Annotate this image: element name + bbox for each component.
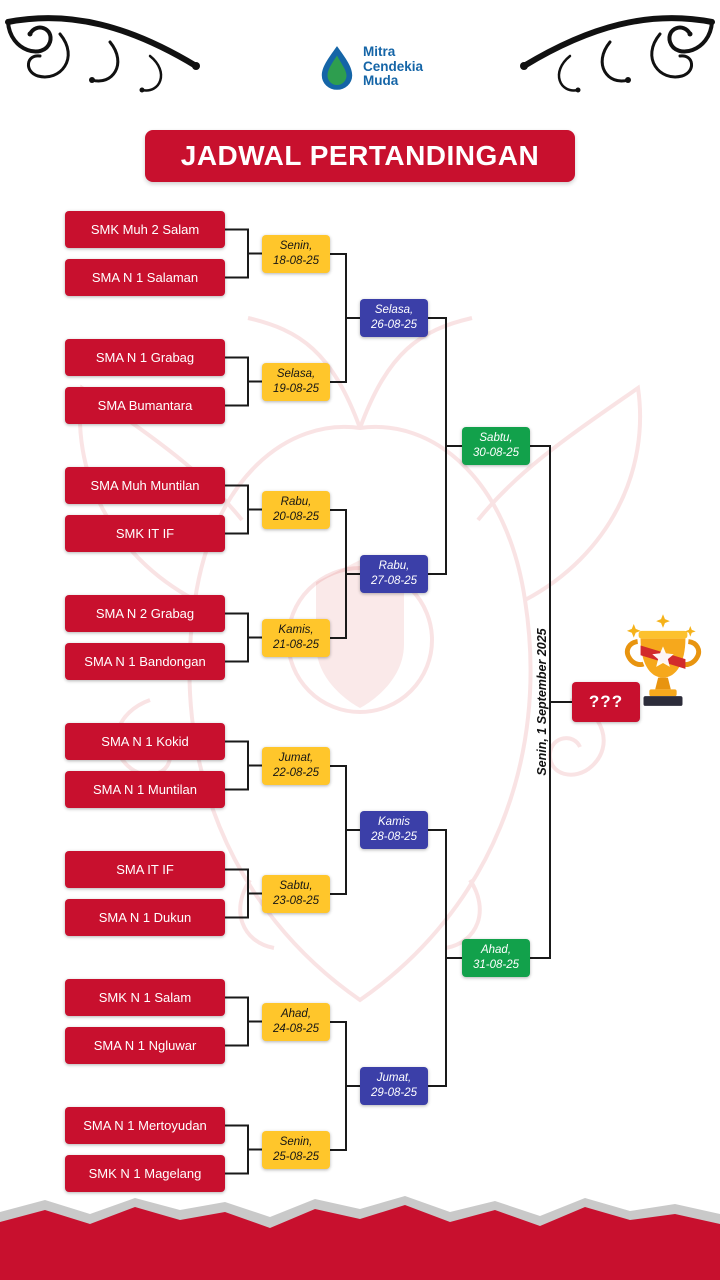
logo-line: Cendekia bbox=[363, 58, 424, 74]
torn-paper-edge bbox=[0, 1196, 720, 1280]
team-box: SMA N 1 Kokid bbox=[65, 723, 225, 760]
team-box: SMA N 2 Grabag bbox=[65, 595, 225, 632]
champion-placeholder: ??? bbox=[572, 682, 640, 722]
team-box: SMK N 1 Magelang bbox=[65, 1155, 225, 1192]
round1-date-badge: Senin,18-08-25 bbox=[262, 235, 330, 273]
corner-flourish-icon bbox=[520, 15, 715, 93]
round1-date-badge: Jumat,22-08-25 bbox=[262, 747, 330, 785]
team-box: SMA N 1 Mertoyudan bbox=[65, 1107, 225, 1144]
team-box: SMA N 1 Grabag bbox=[65, 339, 225, 376]
droplet-logo-icon bbox=[321, 46, 353, 90]
team-box: SMA Muh Muntilan bbox=[65, 467, 225, 504]
logo-line: Mitra bbox=[363, 44, 396, 60]
corner-flourish-icon bbox=[5, 15, 200, 93]
team-box: SMA IT IF bbox=[65, 851, 225, 888]
trophy-icon bbox=[624, 614, 702, 706]
team-box: SMA N 1 Muntilan bbox=[65, 771, 225, 808]
team-box: SMA Bumantara bbox=[65, 387, 225, 424]
team-box: SMA N 1 Ngluwar bbox=[65, 1027, 225, 1064]
round1-date-badge: Selasa,19-08-25 bbox=[262, 363, 330, 401]
final-match-date: Senin, 1 September 2025 bbox=[535, 628, 549, 776]
round1-date-badge: Rabu,20-08-25 bbox=[262, 491, 330, 529]
round2-date-badge: Jumat,29-08-25 bbox=[360, 1067, 428, 1105]
page-title: JADWAL PERTANDINGAN bbox=[145, 130, 575, 182]
team-box: SMK N 1 Salam bbox=[65, 979, 225, 1016]
logo-line: Muda bbox=[363, 73, 399, 89]
team-box: SMA N 1 Dukun bbox=[65, 899, 225, 936]
round1-date-badge: Ahad,24-08-25 bbox=[262, 1003, 330, 1041]
round1-date-badge: Kamis,21-08-25 bbox=[262, 619, 330, 657]
round2-date-badge: Selasa,26-08-25 bbox=[360, 299, 428, 337]
team-box: SMA N 1 Salaman bbox=[65, 259, 225, 296]
team-box: SMK IT IF bbox=[65, 515, 225, 552]
round1-date-badge: Senin,25-08-25 bbox=[262, 1131, 330, 1169]
round2-date-badge: Rabu,27-08-25 bbox=[360, 555, 428, 593]
round3-date-badge: Ahad,31-08-25 bbox=[462, 939, 530, 977]
round1-date-badge: Sabtu,23-08-25 bbox=[262, 875, 330, 913]
logo: Mitra Cendekia Muda bbox=[318, 44, 423, 90]
round3-date-badge: Sabtu,30-08-25 bbox=[462, 427, 530, 465]
logo-text: Mitra Cendekia Muda bbox=[363, 45, 423, 89]
team-box: SMK Muh 2 Salam bbox=[65, 211, 225, 248]
team-box: SMA N 1 Bandongan bbox=[65, 643, 225, 680]
